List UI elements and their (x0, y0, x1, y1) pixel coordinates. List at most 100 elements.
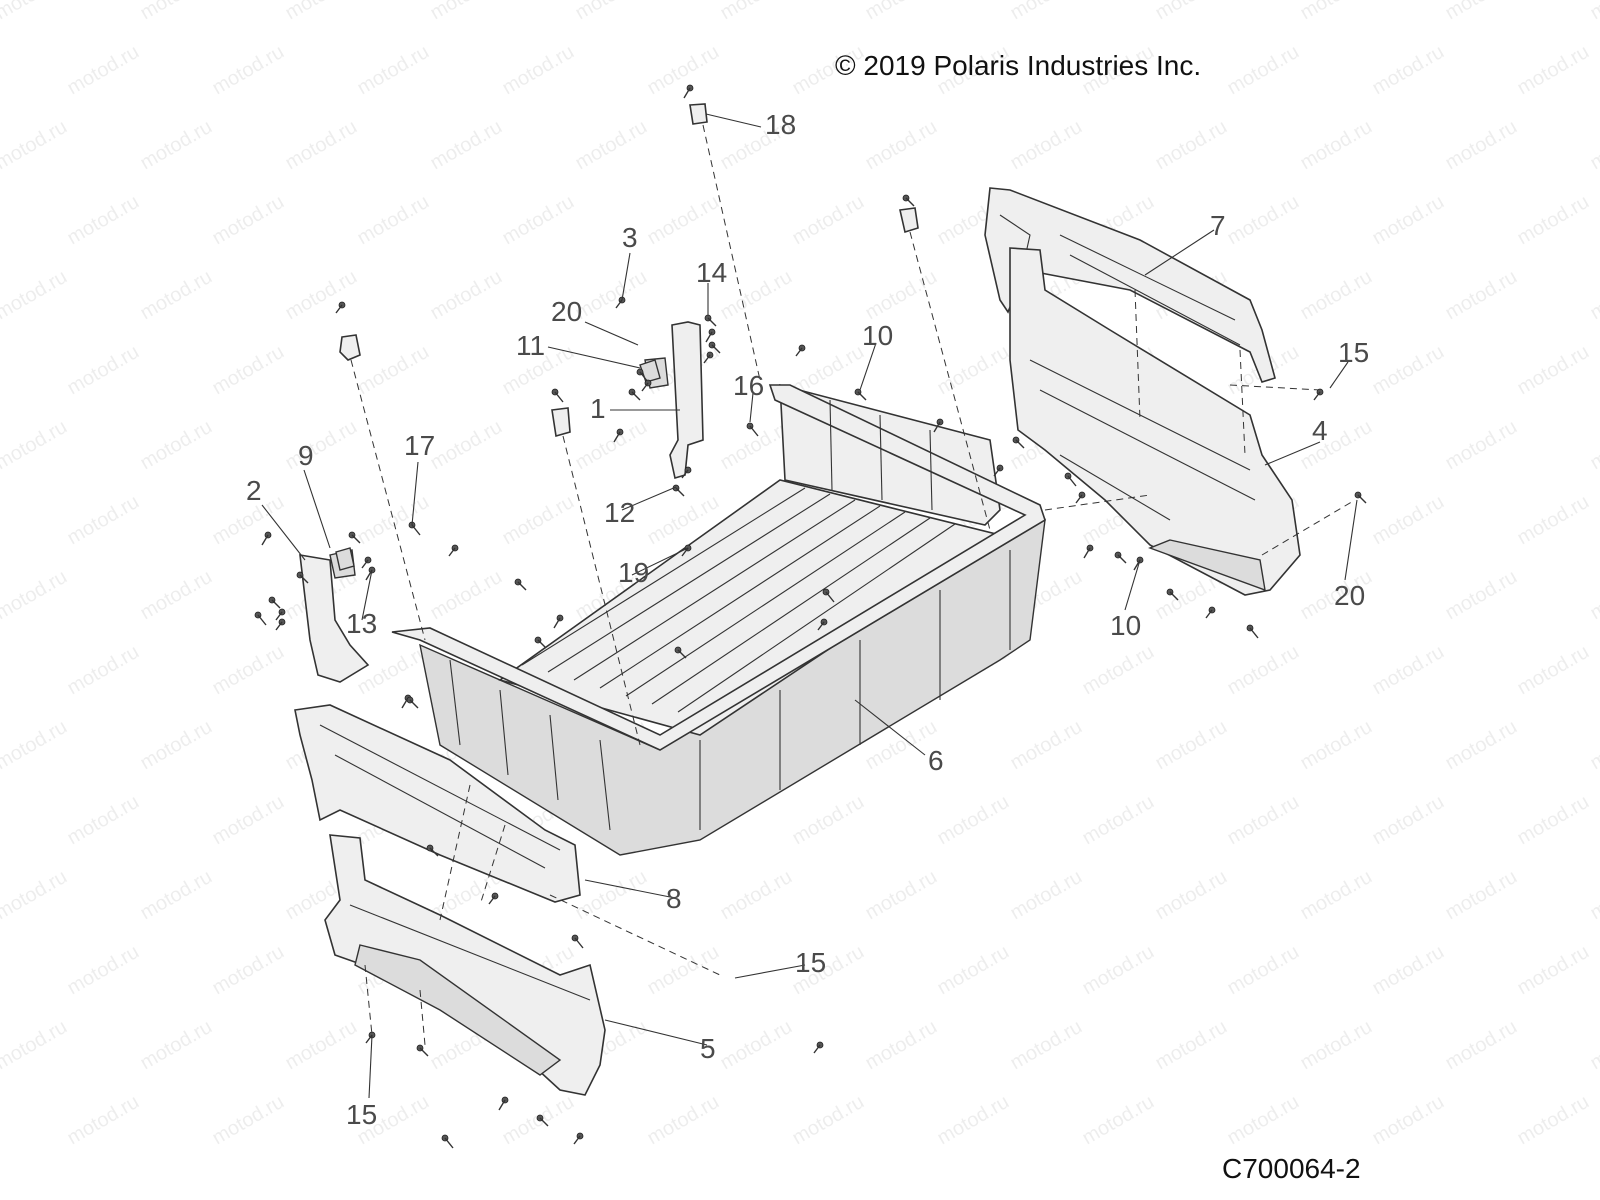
callout-17: 17 (404, 430, 435, 461)
watermark-text: motod.ru (1514, 491, 1593, 550)
watermark-text: motod.ru (1442, 416, 1521, 475)
watermark-text: motod.ru (1587, 116, 1600, 175)
watermark-text: motod.ru (1297, 416, 1376, 475)
fastener-shank (488, 895, 496, 905)
watermark-text: motod.ru (137, 0, 216, 24)
latch-center (551, 407, 571, 438)
watermark-text: motod.ru (1152, 716, 1231, 775)
watermark-text: motod.ru (1514, 341, 1593, 400)
watermark-text: motod.ru (499, 41, 578, 100)
watermark-text: motod.ru (1587, 716, 1600, 775)
watermark-text: motod.ru (137, 866, 216, 925)
callout-6: 6 (928, 745, 944, 776)
watermark-text: motod.ru (1369, 491, 1448, 550)
watermark-text: motod.ru (644, 1091, 723, 1150)
alignment-lines (350, 124, 1356, 1046)
watermark-text: motod.ru (1514, 791, 1593, 850)
watermark-text: motod.ru (1007, 0, 1086, 24)
watermark-text: motod.ru (0, 116, 71, 175)
callout-13: 13 (346, 608, 377, 639)
fastener-shank (615, 299, 623, 309)
watermark-text: motod.ru (0, 0, 71, 24)
callout-15-bottom: 15 (346, 1099, 377, 1130)
fastener-shank (448, 547, 456, 557)
fastener-shank (351, 534, 361, 544)
watermark-text: motod.ru (862, 266, 941, 325)
watermark-text: motod.ru (209, 1091, 288, 1150)
watermark-text: motod.ru (1514, 1091, 1593, 1150)
watermark-text: motod.ru (1224, 641, 1303, 700)
callout-5: 5 (700, 1033, 716, 1064)
fastener-shank (631, 391, 641, 401)
fastener-shank (553, 617, 561, 629)
fastener-shank (1205, 609, 1213, 619)
watermark-text: motod.ru (282, 266, 361, 325)
watermark-text: motod.ru (1007, 716, 1086, 775)
fastener-shank (795, 347, 803, 357)
watermark-text: motod.ru (64, 191, 143, 250)
watermark-text: motod.ru (644, 941, 723, 1000)
fastener-shank (517, 581, 527, 591)
watermark-text: motod.ru (572, 0, 651, 24)
fastener-shank (1067, 475, 1077, 487)
fastener-shank (498, 1099, 506, 1111)
callout-7: 7 (1210, 210, 1226, 241)
watermark-text: motod.ru (1369, 641, 1448, 700)
watermark-text: motod.ru (717, 1016, 796, 1075)
callout-11: 11 (516, 330, 545, 361)
watermark-text: motod.ru (1514, 641, 1593, 700)
watermark-text: motod.ru (427, 566, 506, 625)
watermark-text: motod.ru (0, 566, 71, 625)
watermark-text: motod.ru (64, 41, 143, 100)
fastener-shank (409, 699, 419, 709)
watermark-text: motod.ru (354, 191, 433, 250)
fastener-shank (275, 621, 283, 631)
watermark-text: motod.ru (354, 341, 433, 400)
watermark-text: motod.ru (1224, 191, 1303, 250)
watermark-text: motod.ru (789, 191, 868, 250)
watermark-text: motod.ru (427, 416, 506, 475)
watermark-text: motod.ru (282, 416, 361, 475)
watermark-text: motod.ru (1297, 866, 1376, 925)
callout-19: 19 (618, 557, 649, 588)
watermark-text: motod.ru (862, 0, 941, 24)
watermark-text: motod.ru (209, 791, 288, 850)
watermark-text: motod.ru (1152, 0, 1231, 24)
watermark-text: motod.ru (1152, 866, 1231, 925)
callout-20-right: 20 (1334, 580, 1365, 611)
watermark-text: motod.ru (1514, 41, 1593, 100)
callout-1: 1 (590, 393, 606, 424)
fastener-shank (257, 614, 267, 626)
watermark-text: motod.ru (862, 1016, 941, 1075)
watermark-text: motod.ru (1587, 266, 1600, 325)
watermark-text: motod.ru (1587, 0, 1600, 24)
watermark-text: motod.ru (0, 416, 71, 475)
watermark-text: motod.ru (1587, 1016, 1600, 1075)
watermark-text: motod.ru (209, 341, 288, 400)
watermark-text: motod.ru (1369, 41, 1448, 100)
latch-right (899, 207, 919, 234)
callout-18: 18 (765, 109, 796, 140)
fastener-shank (275, 611, 283, 621)
leader-lines (261, 113, 1358, 1099)
watermark-text: motod.ru (644, 41, 723, 100)
callout-15-mid: 15 (795, 947, 826, 978)
watermark-text: motod.ru (717, 0, 796, 24)
fastener-shank (537, 639, 547, 649)
callout-10-bottom: 10 (1110, 610, 1141, 641)
watermark-text: motod.ru (1079, 1091, 1158, 1150)
copyright-text: © 2019 Polaris Industries Inc. (835, 50, 1201, 81)
watermark-text: motod.ru (64, 941, 143, 1000)
watermark-text: motod.ru (1224, 791, 1303, 850)
watermark-text: motod.ru (1369, 191, 1448, 250)
watermark-text: motod.ru (1079, 941, 1158, 1000)
watermark-text: motod.ru (1587, 416, 1600, 475)
watermark-text: motod.ru (644, 191, 723, 250)
watermark-text: motod.ru (1297, 266, 1376, 325)
callout-14: 14 (696, 257, 727, 288)
fastener-shank (411, 524, 421, 536)
fastener-shank (365, 569, 373, 581)
part-7-rear-upper-panel (984, 187, 1276, 383)
fastener-shank (1357, 494, 1367, 504)
part-4-rear-lower-panel (1009, 247, 1301, 596)
